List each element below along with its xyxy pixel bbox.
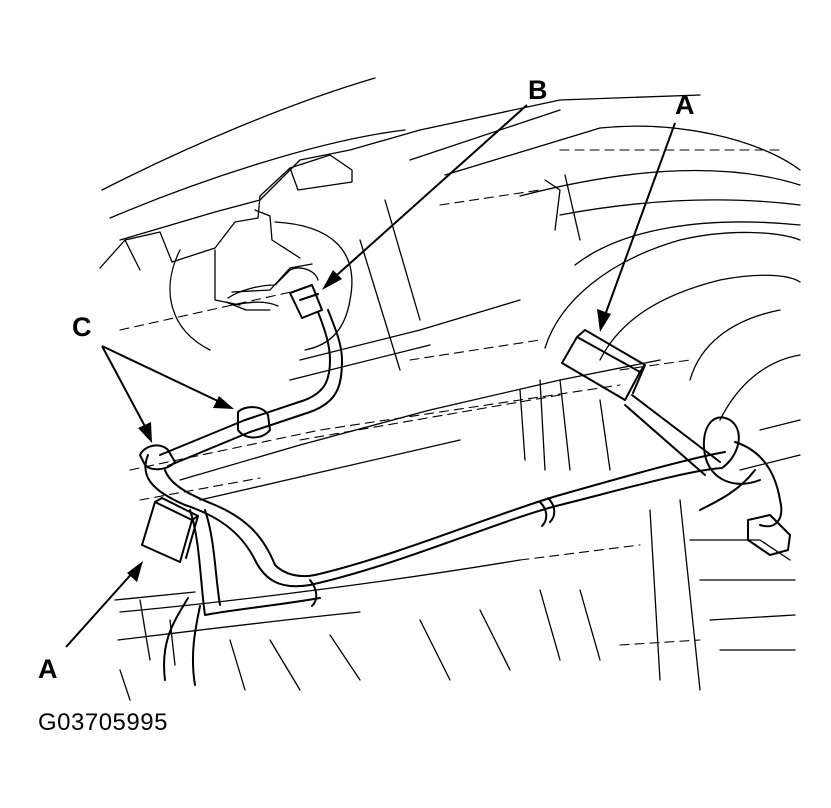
figure-code: G03705995: [38, 709, 168, 736]
sensor-lead: [139, 267, 343, 471]
callout-label-b: B: [528, 75, 548, 105]
callout-arrows: [65, 104, 676, 648]
callout-label-a-bottom: A: [38, 654, 58, 684]
connector-a-bottom: [141, 497, 199, 563]
callout-label-c: C: [72, 312, 92, 342]
wire-harness: [144, 394, 791, 686]
callout-label-a-top: A: [675, 90, 695, 120]
body-panel-lines: [99, 77, 801, 701]
hidden-lines: [119, 149, 781, 646]
connector-a-top: [561, 329, 646, 401]
